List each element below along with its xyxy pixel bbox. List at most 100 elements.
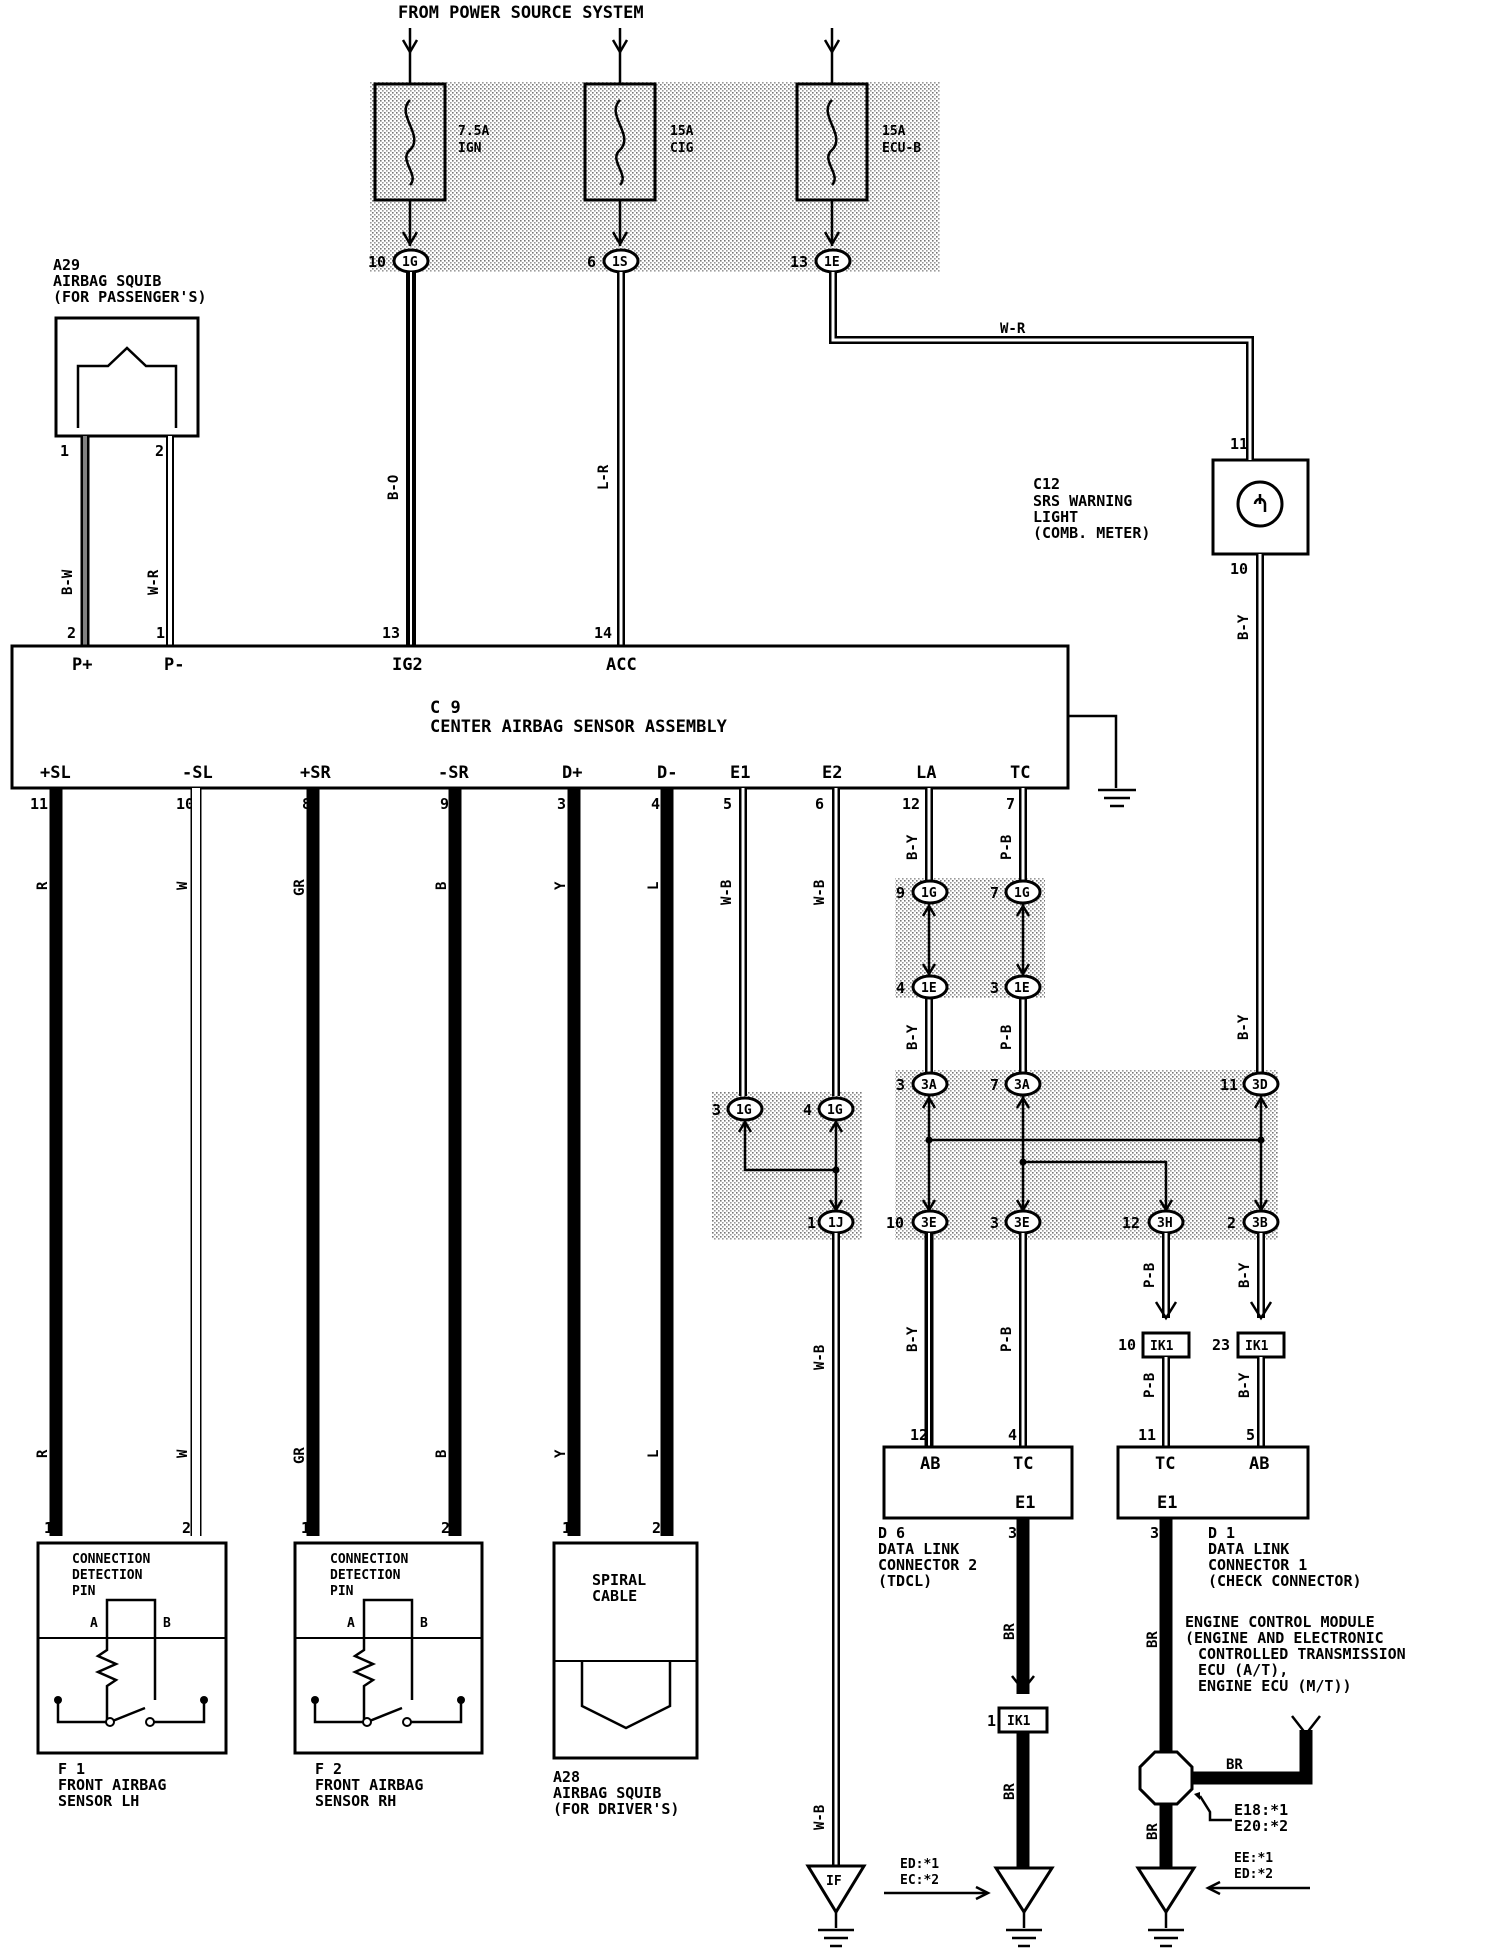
svg-text:6: 6: [587, 253, 596, 271]
svg-text:A28: A28: [553, 1768, 580, 1786]
ground-ed-ec: ED:*1 EC:*2: [884, 1857, 1055, 1948]
svg-text:BR: BR: [1226, 1757, 1243, 1773]
svg-text:3B: 3B: [1252, 1216, 1268, 1231]
c9-code: C 9: [430, 698, 461, 718]
junction-3b: 2 3B: [1227, 1209, 1280, 1235]
svg-text:1: 1: [44, 1519, 53, 1537]
junction-1g-e1: 3 1G: [712, 1096, 764, 1122]
junction-1g-la: 9 1G: [896, 879, 949, 905]
svg-text:AIRBAG SQUIB: AIRBAG SQUIB: [553, 1784, 661, 1802]
svg-text:(CHECK CONNECTOR): (CHECK CONNECTOR): [1208, 1572, 1362, 1590]
a29-name2: (FOR PASSENGER'S): [53, 288, 207, 306]
svg-text:15A: 15A: [670, 124, 694, 139]
svg-text:1: 1: [301, 1519, 310, 1537]
svg-text:2: 2: [652, 1519, 661, 1537]
svg-text:AB: AB: [920, 1454, 940, 1474]
svg-text:3E: 3E: [1014, 1216, 1030, 1231]
svg-text:B: B: [434, 1450, 450, 1458]
svg-text:P+: P+: [72, 655, 92, 675]
svg-text:B-Y: B-Y: [1237, 1262, 1253, 1288]
svg-text:B-Y: B-Y: [905, 834, 921, 860]
d6-connector: 12 4 AB TC E1 3 D 6 DATA LINK CONNECTOR …: [878, 1426, 1074, 1590]
svg-text:1: 1: [987, 1712, 996, 1730]
svg-text:L: L: [646, 882, 662, 890]
svg-text:9: 9: [440, 795, 449, 813]
svg-text:4: 4: [803, 1101, 812, 1119]
svg-text:3A: 3A: [921, 1078, 937, 1093]
svg-text:A: A: [347, 1616, 355, 1631]
svg-text:5: 5: [723, 795, 732, 813]
svg-text:R: R: [35, 1449, 51, 1458]
svg-text:W-B: W-B: [812, 1345, 828, 1370]
svg-text:11: 11: [30, 795, 48, 813]
svg-text:W-R: W-R: [1000, 321, 1026, 337]
svg-text:4: 4: [651, 795, 660, 813]
svg-text:E20:*2: E20:*2: [1234, 1817, 1288, 1835]
svg-text:3: 3: [896, 1076, 905, 1094]
svg-text:11: 11: [1230, 435, 1248, 453]
svg-text:B-O: B-O: [386, 475, 402, 500]
svg-text:B-Y: B-Y: [1237, 1372, 1253, 1398]
svg-text:14: 14: [594, 624, 612, 642]
svg-text:IK1: IK1: [1150, 1339, 1174, 1354]
svg-text:W: W: [175, 881, 191, 890]
svg-text:B-Y: B-Y: [1236, 1014, 1252, 1040]
ground-if: IF: [805, 1864, 867, 1948]
svg-text:CONNECTION: CONNECTION: [330, 1552, 408, 1567]
svg-text:LIGHT: LIGHT: [1033, 508, 1078, 526]
a29-code: A29: [53, 256, 80, 274]
junction-1e-la: 4 1E: [896, 974, 949, 1000]
svg-text:LA: LA: [916, 763, 936, 783]
svg-text:B: B: [163, 1616, 171, 1631]
svg-text:FRONT AIRBAG: FRONT AIRBAG: [315, 1776, 423, 1794]
svg-text:DATA LINK: DATA LINK: [878, 1540, 959, 1558]
svg-text:ECU-B: ECU-B: [882, 141, 921, 156]
ground-ee-ed: EE:*1 ED:*2: [1135, 1851, 1310, 1948]
svg-text:F 1: F 1: [58, 1760, 85, 1778]
svg-text:SENSOR RH: SENSOR RH: [315, 1792, 396, 1810]
fuse-connector-1s: 6 1S: [587, 248, 640, 274]
svg-text:E1: E1: [1157, 1493, 1177, 1513]
junction-internal-wiring: [921, 1095, 1269, 1213]
svg-text:1G: 1G: [921, 886, 937, 901]
svg-text:1G: 1G: [736, 1103, 752, 1118]
f2-sensor: 1 2 CONNECTION DETECTION PIN A B F 2 FRO…: [293, 1519, 484, 1810]
svg-text:DATA LINK: DATA LINK: [1208, 1540, 1289, 1558]
svg-text:5: 5: [1246, 1426, 1255, 1444]
fuse-connector-1e: 13 1E: [790, 248, 852, 274]
junction-3a-la: 3 3A: [896, 1071, 949, 1097]
d1-connector: 11 5 TC AB E1 3 D 1 DATA LINK CONNECTOR …: [1116, 1426, 1362, 1590]
svg-text:3: 3: [712, 1101, 721, 1119]
svg-text:(TDCL): (TDCL): [878, 1572, 932, 1590]
svg-text:PIN: PIN: [330, 1584, 354, 1599]
fuse-ecu-b: 15A ECU-B: [795, 28, 921, 247]
junction-1g-tc: 7 1G: [990, 879, 1042, 905]
junction-3d: 11 3D: [1220, 1071, 1280, 1097]
svg-text:ED:*2: ED:*2: [1234, 1867, 1273, 1882]
svg-text:W-B: W-B: [812, 880, 828, 905]
a28-spiral-cable: 1 2 SPIRAL CABLE A28 AIRBAG SQUIB (FOR D…: [552, 1519, 699, 1818]
svg-text:1S: 1S: [612, 255, 628, 270]
a29-name: AIRBAG SQUIB: [53, 272, 161, 290]
svg-text:SENSOR LH: SENSOR LH: [58, 1792, 139, 1810]
svg-text:CONNECTION: CONNECTION: [72, 1552, 150, 1567]
svg-text:ED:*1: ED:*1: [900, 1857, 939, 1872]
a29-squib-symbol: [76, 346, 178, 428]
svg-text:11: 11: [1138, 1426, 1156, 1444]
wire-br-ecm: [1190, 1730, 1313, 1785]
svg-text:10: 10: [176, 795, 194, 813]
svg-text:3: 3: [557, 795, 566, 813]
svg-text:IK1: IK1: [1007, 1714, 1031, 1729]
svg-text:E2: E2: [822, 763, 842, 783]
wire-wr-ecub: [829, 272, 1254, 460]
svg-text:ECU (A/T),: ECU (A/T),: [1198, 1661, 1288, 1679]
svg-text:D+: D+: [562, 763, 582, 783]
svg-text:DETECTION: DETECTION: [72, 1568, 143, 1583]
svg-text:13: 13: [382, 624, 400, 642]
svg-text:1: 1: [562, 1519, 571, 1537]
svg-text:+SL: +SL: [40, 763, 71, 783]
svg-text:3: 3: [990, 1214, 999, 1232]
svg-text:CONNECTOR 1: CONNECTOR 1: [1208, 1556, 1307, 1574]
junction-3e-tc: 3 3E: [990, 1209, 1042, 1235]
svg-text:E1: E1: [730, 763, 750, 783]
